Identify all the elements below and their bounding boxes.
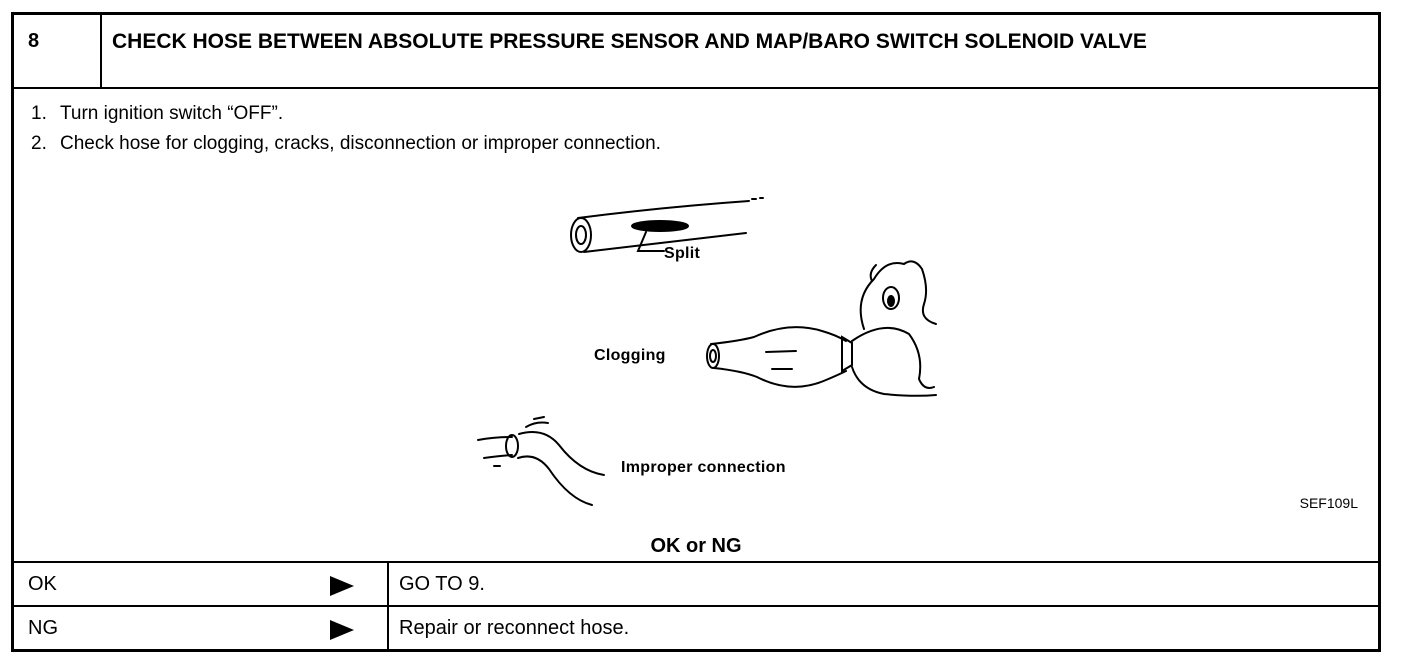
step-number: 8 — [14, 15, 102, 87]
instruction-list: 1. Turn ignition switch “OFF”. 2. Check ho… — [31, 99, 661, 159]
clogging-hose-icon — [706, 260, 937, 397]
improper-connection-icon — [477, 416, 605, 506]
instruction-number: 2. — [31, 133, 47, 154]
instruction-item: 2. Check hose for clogging, cracks, disco… — [31, 129, 661, 159]
instruction-number: 1. — [31, 103, 47, 124]
result-label-ng: NG — [28, 617, 58, 639]
diagnostic-procedure-table: 8 CHECK HOSE BETWEEN ABSOLUTE PRESSURE S… — [11, 12, 1381, 652]
figure-id: SEF109L — [1299, 495, 1358, 511]
result-label-ok: OK — [28, 573, 57, 595]
instruction-item: 1. Turn ignition switch “OFF”. — [31, 99, 661, 129]
result-action-ok: GO TO 9. — [399, 573, 485, 595]
result-action-ng: Repair or reconnect hose. — [399, 617, 630, 639]
arrow-right-icon — [330, 620, 354, 640]
instruction-text: Check hose for clogging, cracks, disconn… — [60, 133, 661, 154]
result-action-cell: GO TO 9. — [387, 563, 1378, 605]
clogging-label: Clogging — [594, 347, 666, 364]
result-title: OK or NG — [650, 535, 742, 557]
step-body: 1. Turn ignition switch “OFF”. 2. Check ho… — [14, 89, 1378, 563]
step-header: 8 CHECK HOSE BETWEEN ABSOLUTE PRESSURE S… — [14, 15, 1378, 89]
hose-drawing — [477, 197, 937, 506]
result-row-ok: OK GO TO 9. — [14, 563, 1378, 607]
result-action-cell: Repair or reconnect hose. — [387, 607, 1378, 650]
improper-connection-label: Improper connection — [621, 459, 786, 476]
hose-inspection-illustration: Split Clogging Improper connection — [454, 169, 954, 529]
result-row-ng: NG Repair or reconnect hose. — [14, 607, 1378, 650]
arrow-right-icon — [330, 576, 354, 596]
instruction-text: Turn ignition switch “OFF”. — [60, 103, 284, 124]
split-label: Split — [664, 245, 701, 262]
split-hose-icon — [570, 197, 764, 253]
step-title: CHECK HOSE BETWEEN ABSOLUTE PRESSURE SEN… — [112, 30, 1147, 53]
